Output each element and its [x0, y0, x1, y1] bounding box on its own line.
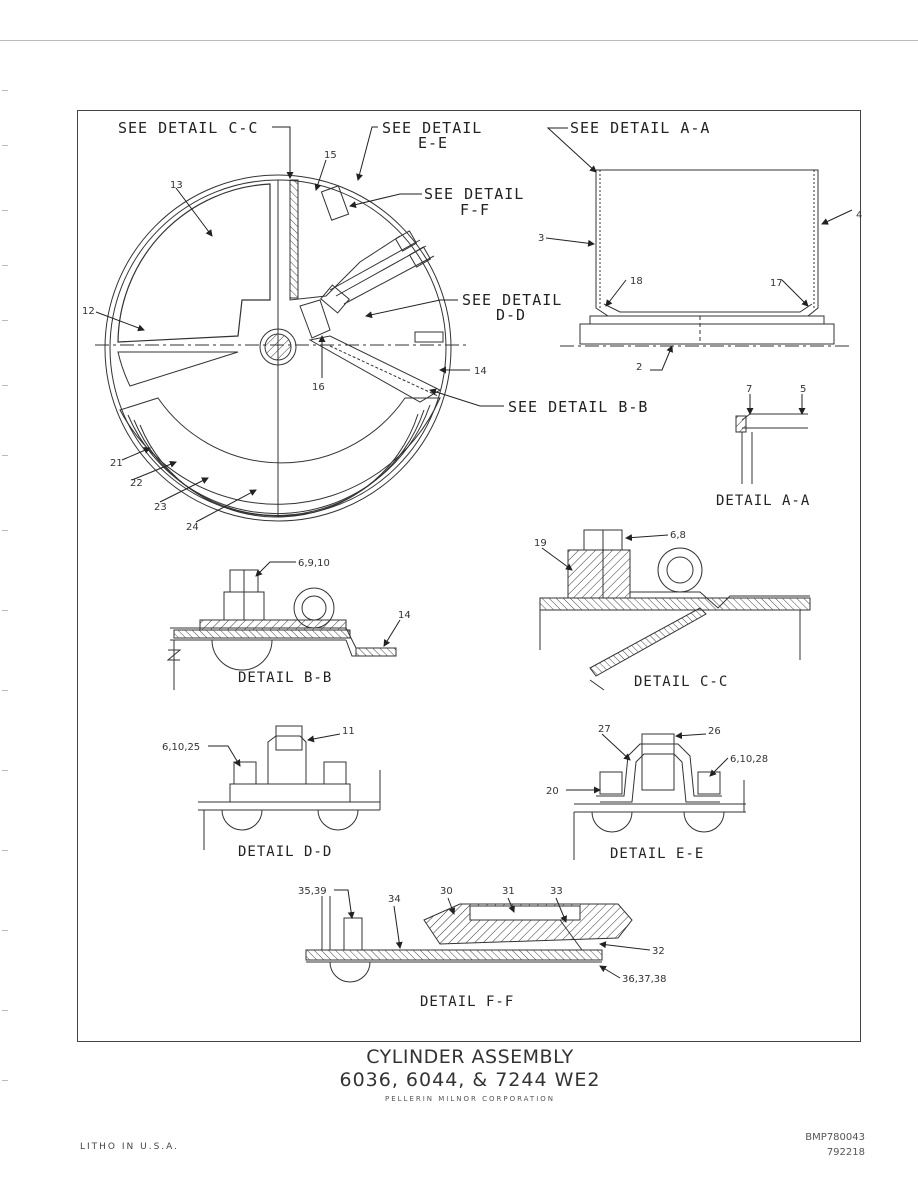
margin-tick — [2, 385, 8, 386]
date-code: 792218 — [826, 1147, 865, 1158]
part-numbers-6-10-28: 6,10,28 — [730, 754, 768, 765]
drawing-models: 6036, 6044, & 7244 WE2 — [339, 1069, 601, 1091]
margin-tick — [2, 1080, 8, 1081]
margin-tick — [2, 530, 8, 531]
margin-tick — [2, 265, 8, 266]
callout-see-dd-line2: D-D — [496, 306, 526, 324]
margin-tick — [2, 210, 8, 211]
part-number-33: 33 — [550, 886, 563, 897]
part-number-14-detail: 14 — [398, 610, 411, 621]
part-number-30: 30 — [440, 886, 453, 897]
callout-see-ee-line1: SEE DETAIL — [382, 119, 482, 137]
callout-see-ff-line2: F-F — [460, 201, 490, 219]
part-number-12: 12 — [82, 306, 95, 317]
detail-label-ff: DETAIL F-F — [420, 994, 514, 1010]
part-numbers-36-37-38: 36,37,38 — [622, 974, 667, 985]
detail-dd-drawing — [198, 725, 381, 850]
part-number-20: 20 — [546, 786, 559, 797]
callout-see-aa: SEE DETAIL A-A — [570, 119, 710, 137]
detail-label-dd: DETAIL D-D — [238, 844, 332, 860]
part-number-18: 18 — [630, 276, 643, 287]
margin-tick — [2, 1010, 8, 1011]
part-number-4: 4 — [856, 210, 862, 221]
part-number-19: 19 — [534, 538, 547, 549]
margin-tick — [2, 930, 8, 931]
leader-lines — [95, 126, 853, 979]
detail-cc-drawing — [539, 529, 811, 691]
detail-ee-drawing — [573, 733, 746, 860]
part-number-22: 22 — [130, 478, 143, 489]
part-number-17: 17 — [770, 278, 783, 289]
detail-label-aa: DETAIL A-A — [716, 493, 810, 509]
callout-see-cc: SEE DETAIL C-C — [118, 119, 258, 137]
part-number-13: 13 — [170, 180, 183, 191]
margin-tick — [2, 610, 8, 611]
callout-text: SEE DETAIL C-C SEE DETAIL E-E SEE DETAIL… — [118, 119, 710, 416]
part-number-31: 31 — [502, 886, 515, 897]
part-numbers: 15 13 12 14 16 3 4 18 17 2 7 5 21 22 23 … — [82, 150, 862, 985]
part-number-24: 24 — [186, 522, 199, 533]
part-numbers-6-8: 6,8 — [670, 530, 686, 541]
part-number-2: 2 — [636, 362, 642, 373]
part-numbers-6-9-10: 6,9,10 — [298, 558, 330, 569]
part-number-32: 32 — [652, 946, 665, 957]
detail-labels: DETAIL A-A DETAIL B-B DETAIL C-C DETAIL … — [238, 493, 810, 1010]
callout-see-ff-line1: SEE DETAIL — [424, 185, 524, 203]
detail-aa-drawing — [735, 413, 808, 484]
part-number-3: 3 — [538, 233, 544, 244]
drawing-frame — [77, 110, 861, 1042]
margin-tick — [2, 145, 8, 146]
margin-tick — [2, 320, 8, 321]
part-number-27: 27 — [598, 724, 611, 735]
margin-tick — [2, 90, 8, 91]
part-number-7: 7 — [746, 384, 752, 395]
part-number-26: 26 — [708, 726, 721, 737]
callout-see-bb: SEE DETAIL B-B — [508, 398, 648, 416]
margin-tick — [2, 690, 8, 691]
margin-tick — [2, 770, 8, 771]
part-number-23: 23 — [154, 502, 167, 513]
part-numbers-6-10-25: 6,10,25 — [162, 742, 200, 753]
title-block: CYLINDER ASSEMBLY 6036, 6044, & 7244 WE2… — [300, 1046, 640, 1103]
cylinder-end-view — [95, 174, 470, 522]
margin-tick — [2, 455, 8, 456]
company-name: PELLERIN MILNOR CORPORATION — [385, 1095, 555, 1103]
litho-notice: LITHO IN U.S.A. — [80, 1142, 180, 1152]
part-number-15: 15 — [324, 150, 337, 161]
drawing-title: CYLINDER ASSEMBLY — [366, 1046, 574, 1068]
callout-see-ee-line2: E-E — [418, 134, 448, 152]
detail-label-bb: DETAIL B-B — [238, 670, 332, 686]
page-top-rule — [0, 40, 918, 41]
part-number-16: 16 — [312, 382, 325, 393]
detail-label-cc: DETAIL C-C — [634, 674, 728, 690]
detail-label-ee: DETAIL E-E — [610, 846, 704, 862]
part-number-11: 11 — [342, 726, 355, 737]
detail-bb-drawing — [166, 569, 397, 690]
margin-tick — [2, 850, 8, 851]
document-number-block: BMP780043 792218 — [805, 1130, 865, 1160]
document-number: BMP780043 — [805, 1132, 865, 1143]
part-number-14: 14 — [474, 366, 487, 377]
part-number-5: 5 — [800, 384, 806, 395]
part-numbers-35-39: 35,39 — [298, 886, 327, 897]
detail-ff-drawing — [305, 896, 633, 983]
callout-see-dd-line1: SEE DETAIL — [462, 291, 562, 309]
part-number-34: 34 — [388, 894, 401, 905]
part-number-21: 21 — [110, 458, 123, 469]
cylinder-side-view — [560, 169, 850, 347]
